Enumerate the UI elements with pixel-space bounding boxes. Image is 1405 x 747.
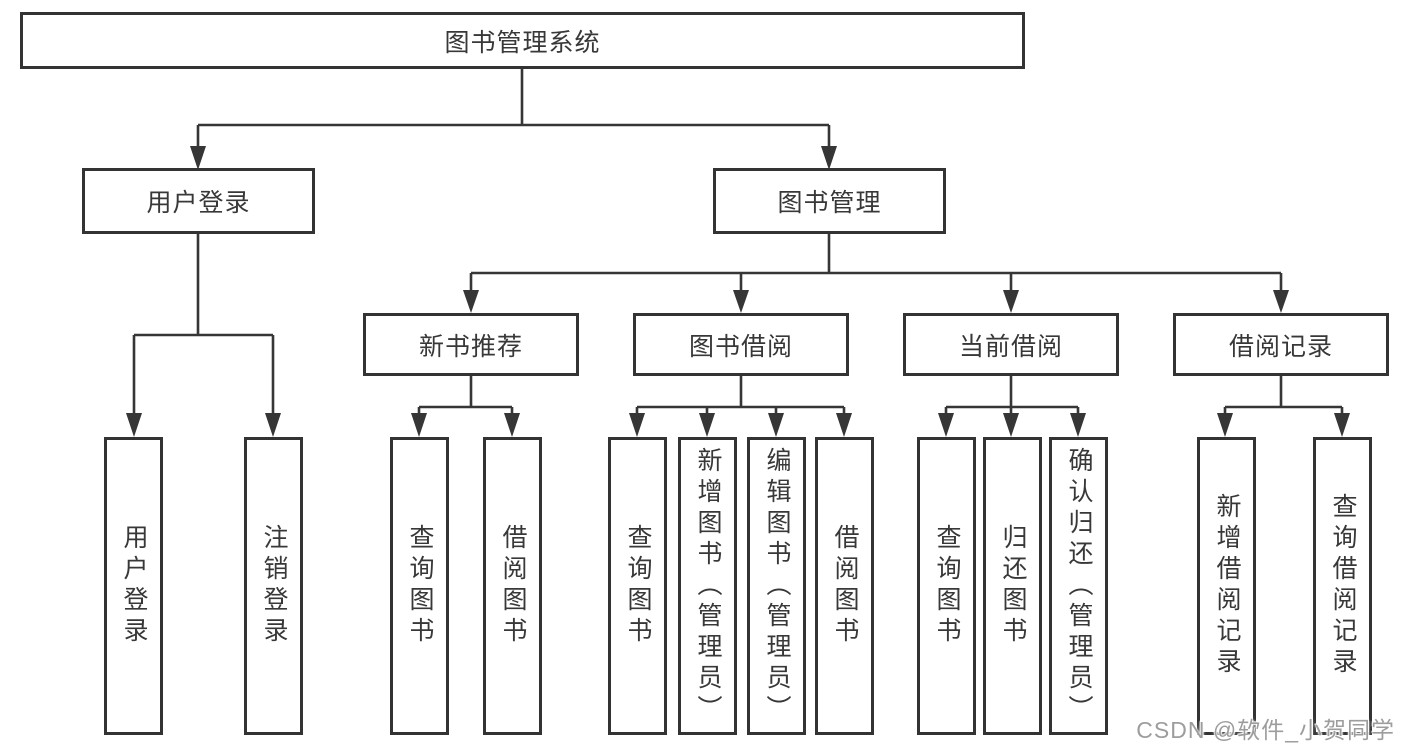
node-edit-books-admin: 编辑图书（管理员）: [747, 437, 806, 735]
connector-user-login-to-children: [126, 234, 281, 437]
node-label: 图书管理: [777, 189, 882, 217]
node-borrow-books-borrowing: 借阅图书: [815, 437, 874, 735]
node-label: 确认归还（管理员）: [1065, 446, 1093, 726]
node-label: 用户登录: [146, 189, 251, 217]
node-current-borrowing: 当前借阅: [903, 313, 1119, 376]
connector-new-book-recommendation-to-children: [411, 376, 520, 437]
node-return-books: 归还图书: [983, 437, 1042, 735]
node-user-login-leaf: 用户登录: [104, 437, 163, 735]
node-label: 借阅记录: [1228, 332, 1333, 361]
node-new-book-recommendation: 新书推荐: [363, 313, 579, 376]
connector-book-borrowing-to-children: [629, 376, 852, 437]
connector-current-borrowing-to-children: [938, 376, 1086, 437]
node-borrowing-records: 借阅记录: [1173, 313, 1389, 376]
node-add-borrow-record: 新增借阅记录: [1197, 437, 1256, 735]
node-add-books-admin: 新增图书（管理员）: [678, 437, 737, 735]
node-borrow-books-recommend: 借阅图书: [483, 437, 542, 735]
node-label: 新增借阅记录: [1213, 493, 1241, 679]
node-query-books-borrowing: 查询图书: [608, 437, 667, 735]
node-query-borrow-record: 查询借阅记录: [1313, 437, 1372, 735]
node-query-books-current: 查询图书: [917, 437, 976, 735]
node-label: 用户登录: [120, 524, 148, 648]
node-book-management: 图书管理: [713, 168, 946, 234]
node-label: 借阅图书: [831, 524, 859, 648]
node-label: 新增图书（管理员）: [694, 446, 722, 726]
node-label: 当前借阅: [958, 332, 1063, 361]
connector-root-to-level2: [190, 68, 837, 170]
node-logout-leaf: 注销登录: [244, 437, 303, 735]
csdn-watermark: CSDN @软件_小贺同学: [1136, 717, 1395, 743]
node-query-books-recommend: 查询图书: [390, 437, 449, 735]
node-label: 借阅图书: [499, 524, 527, 648]
node-label: 查询图书: [406, 524, 434, 648]
node-label: 查询借阅记录: [1329, 493, 1357, 679]
node-label: 新书推荐: [418, 332, 523, 361]
node-label: 查询图书: [933, 524, 961, 648]
node-label: 归还图书: [999, 524, 1027, 648]
node-confirm-return-admin: 确认归还（管理员）: [1049, 437, 1108, 735]
node-label: 图书借阅: [688, 332, 793, 361]
node-library-management-system: 图书管理系统: [20, 12, 1025, 69]
connector-borrowing-records-to-children: [1217, 376, 1350, 437]
node-label: 查询图书: [624, 524, 652, 648]
connector-book-management-to-level3: [463, 234, 1289, 313]
node-label: 图书管理系统: [444, 28, 601, 57]
node-book-borrowing: 图书借阅: [633, 313, 849, 376]
node-user-login: 用户登录: [82, 168, 315, 234]
node-label: 编辑图书（管理员）: [763, 446, 791, 726]
node-label: 注销登录: [260, 524, 288, 648]
